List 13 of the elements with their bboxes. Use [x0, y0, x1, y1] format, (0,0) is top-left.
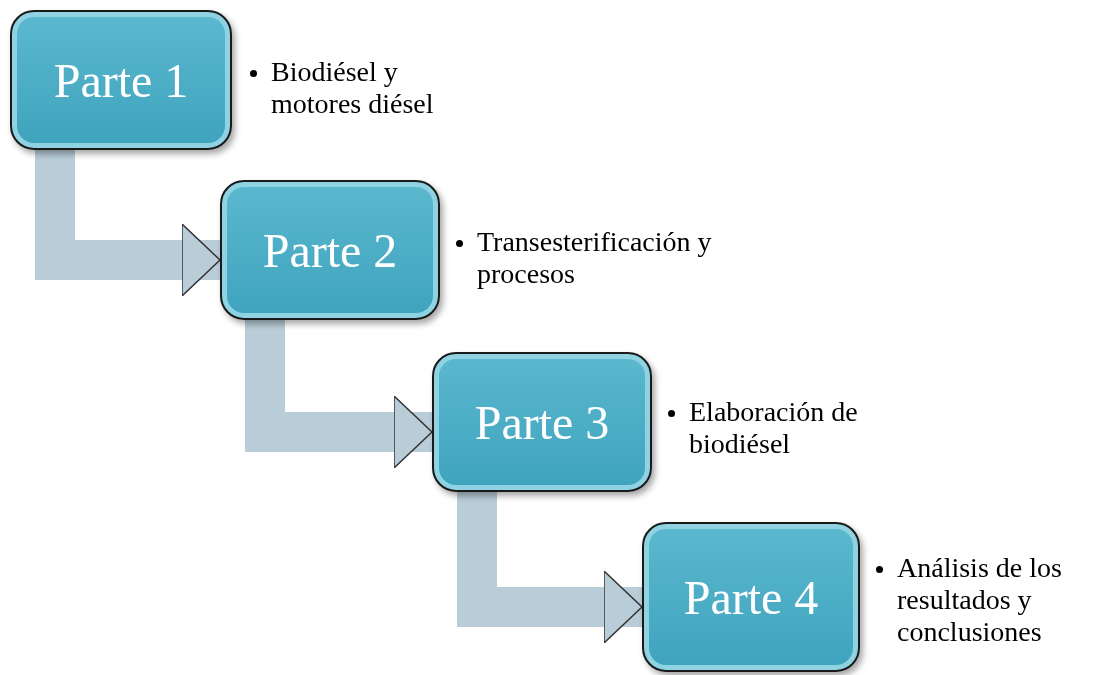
process-box — [10, 10, 232, 150]
step-title: Parte 1 — [53, 52, 189, 108]
bullet-text: Transesterificación y procesos — [477, 226, 713, 290]
bullet-text: Elaboración de biodiésel — [689, 396, 859, 460]
process-box — [432, 352, 652, 492]
step-title: Parte 4 — [683, 569, 819, 625]
process-box — [220, 180, 440, 320]
bent-arrow — [35, 150, 221, 297]
step-title: Parte 2 — [262, 222, 398, 278]
bullet-text: Biodiésel y motores diésel — [271, 56, 435, 120]
process-box — [642, 522, 860, 672]
step-title: Parte 3 — [474, 394, 610, 450]
bullet-text: Análisis de los resultados y conclusiones — [897, 552, 1063, 648]
